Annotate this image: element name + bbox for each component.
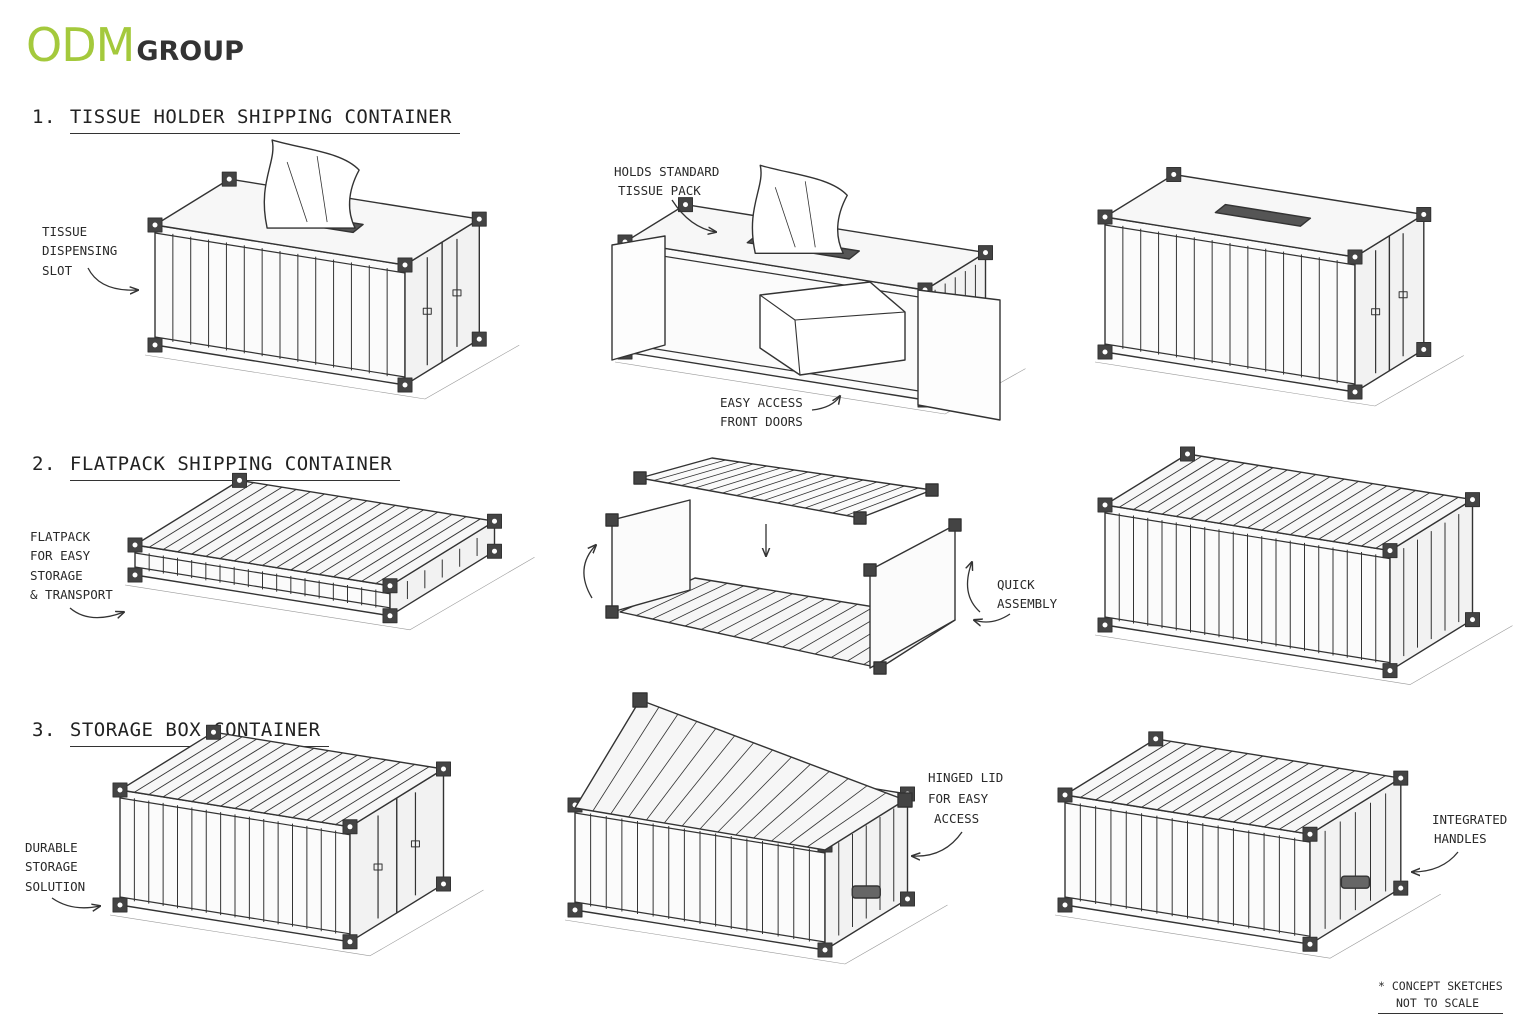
arrow-lift-right	[968, 562, 981, 613]
arrow-tissue-slot	[87, 267, 138, 290]
note-line: EASY ACCESS	[720, 395, 803, 410]
note-line: HINGED LID	[928, 770, 1004, 785]
note-line: SOLUTION	[25, 878, 86, 894]
arrow-durable	[51, 897, 100, 908]
note-line: SLOT	[42, 262, 73, 278]
hinged-lid-open	[574, 692, 913, 851]
note-flatpack: FLATPACK FOR EASY STORAGE & TRANSPORT	[30, 527, 113, 605]
note-line: TISSUE	[42, 224, 88, 239]
storage-box-doors	[109, 724, 484, 957]
section-3-number: 3.	[32, 719, 56, 741]
footnote-line-2: NOT TO SCALE	[1378, 995, 1503, 1014]
storage-box-handles	[1054, 731, 1441, 959]
section-2-number: 2.	[32, 453, 56, 475]
note-quick-assembly: QUICK ASSEMBLY	[997, 575, 1057, 614]
note-tissue-slot: TISSUE DISPENSING SLOT	[42, 222, 117, 280]
note-line: FLATPACK	[30, 529, 91, 544]
note-hinged-lid: HINGED LID FOR EASY ACCESS	[928, 768, 1003, 830]
note-line: FOR EASY	[928, 790, 989, 806]
tissue-container-slot-view	[1094, 167, 1464, 407]
flatpack-container-assembled	[1094, 446, 1513, 685]
note-front-doors: EASY ACCESS FRONT DOORS	[720, 393, 803, 432]
arrow-quick-assembly	[974, 613, 1011, 622]
note-line: ACCESS	[934, 811, 980, 827]
arrow-hinged-lid	[912, 831, 963, 856]
note-line: DISPENSING	[42, 243, 118, 259]
note-line: STORAGE	[25, 859, 78, 875]
section-1-number: 1.	[32, 106, 56, 128]
note-line: DURABLE	[25, 840, 78, 855]
note-line: HOLDS STANDARD	[614, 164, 720, 179]
flatpack-assembly-parts	[605, 457, 962, 675]
note-line: STORAGE	[30, 567, 83, 583]
note-tissue-pack: HOLDS STANDARD TISSUE PACK	[614, 162, 719, 201]
section-2-title: FLATPACK SHIPPING CONTAINER	[69, 453, 401, 481]
section-1-title: TISSUE HOLDER SHIPPING CONTAINER	[69, 106, 460, 134]
section-3-heading: 3. STORAGE BOX CONTAINER	[32, 719, 329, 747]
section-1-heading: 1. TISSUE HOLDER SHIPPING CONTAINER	[32, 106, 460, 134]
note-handles: INTEGRATED HANDLES	[1432, 810, 1507, 849]
note-line: FRONT DOORS	[720, 414, 803, 430]
note-durable: DURABLE STORAGE SOLUTION	[25, 838, 85, 896]
note-line: & TRANSPORT	[30, 587, 113, 603]
flatpack-container-flat	[124, 472, 535, 631]
note-line: QUICK	[997, 577, 1035, 592]
note-line: HANDLES	[1434, 831, 1487, 847]
note-line: FOR EASY	[30, 548, 91, 564]
annotation-arrows	[51, 199, 1459, 908]
footnote-line-1: * CONCEPT SKETCHES	[1378, 979, 1503, 993]
arrow-front-doors	[811, 396, 840, 411]
arrow-lift-left	[583, 545, 596, 599]
arrow-tissue-pack	[671, 199, 716, 232]
section-3-title: STORAGE BOX CONTAINER	[69, 719, 329, 747]
logo-main-text: ODM	[26, 18, 135, 72]
arrow-flatpack	[69, 607, 124, 618]
note-line: TISSUE PACK	[618, 183, 701, 199]
note-line: ASSEMBLY	[997, 596, 1058, 612]
open-doors-detail	[611, 235, 1001, 421]
logo-sub-text: GROUP	[136, 36, 244, 67]
arrow-handles	[1412, 851, 1459, 872]
odm-group-logo: ODM GROUP	[26, 22, 244, 68]
note-line: INTEGRATED	[1432, 812, 1508, 827]
tissue-container-closed	[144, 139, 520, 400]
section-2-heading: 2. FLATPACK SHIPPING CONTAINER	[32, 453, 401, 481]
footnote: * CONCEPT SKETCHES NOT TO SCALE	[1378, 978, 1503, 1014]
